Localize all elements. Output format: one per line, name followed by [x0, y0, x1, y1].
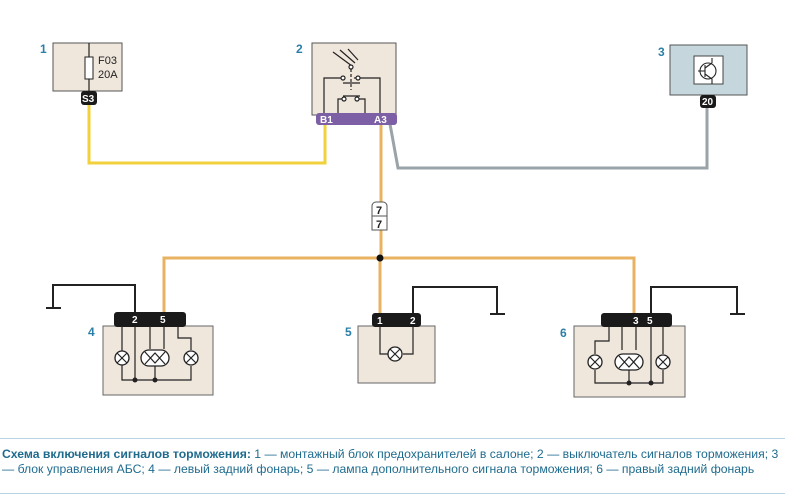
fuse-icon — [84, 56, 94, 80]
caption-divider — [0, 438, 785, 439]
svg-text:5: 5 — [345, 325, 352, 339]
wire-orange-bus — [162, 256, 636, 313]
svg-text:3: 3 — [658, 45, 665, 59]
right-rear-lamp: 6 3 5 — [560, 313, 686, 398]
svg-text:3: 3 — [633, 316, 639, 327]
brake-light-switch: 2 B1 A3 — [296, 42, 397, 126]
svg-text:B1: B1 — [320, 115, 333, 126]
caption-text: 1 — монтажный блок предохранителей в сал… — [2, 447, 779, 476]
left-rear-lamp: 4 2 5 — [88, 312, 214, 396]
ground-wire-4 — [46, 284, 136, 313]
transistor-icon — [698, 58, 717, 84]
svg-text:A3: A3 — [374, 115, 387, 126]
junction-dot — [376, 254, 384, 262]
inline-connector: 7 7 — [371, 201, 388, 231]
svg-text:4: 4 — [88, 325, 95, 339]
svg-text:7: 7 — [376, 205, 382, 217]
svg-text:5: 5 — [647, 316, 653, 327]
svg-text:20A: 20A — [98, 69, 118, 81]
caption-title: Схема включения сигналов торможения: — [2, 447, 251, 461]
abs-control-unit: 3 20 — [658, 44, 748, 108]
svg-text:2: 2 — [296, 42, 303, 56]
svg-text:S3: S3 — [82, 94, 95, 105]
svg-text:F03: F03 — [98, 55, 117, 67]
svg-text:7: 7 — [376, 219, 382, 231]
ground-wire-6 — [650, 286, 745, 315]
svg-text:5: 5 — [160, 315, 166, 326]
ground-wire-5 — [412, 286, 505, 315]
wire-yellow — [87, 105, 327, 165]
svg-text:1: 1 — [377, 316, 383, 327]
svg-text:1: 1 — [40, 42, 47, 56]
wire-gray — [388, 107, 709, 170]
figure-caption: Схема включения сигналов торможения: 1 —… — [2, 447, 782, 476]
svg-text:2: 2 — [410, 316, 416, 327]
svg-text:20: 20 — [702, 97, 714, 108]
caption-bottom-divider — [0, 493, 785, 494]
svg-text:6: 6 — [560, 326, 567, 340]
high-mount-brake-lamp: 5 1 2 — [345, 313, 436, 384]
svg-text:2: 2 — [132, 315, 138, 326]
fuse-block: 1 F03 20A S3 — [40, 42, 123, 105]
